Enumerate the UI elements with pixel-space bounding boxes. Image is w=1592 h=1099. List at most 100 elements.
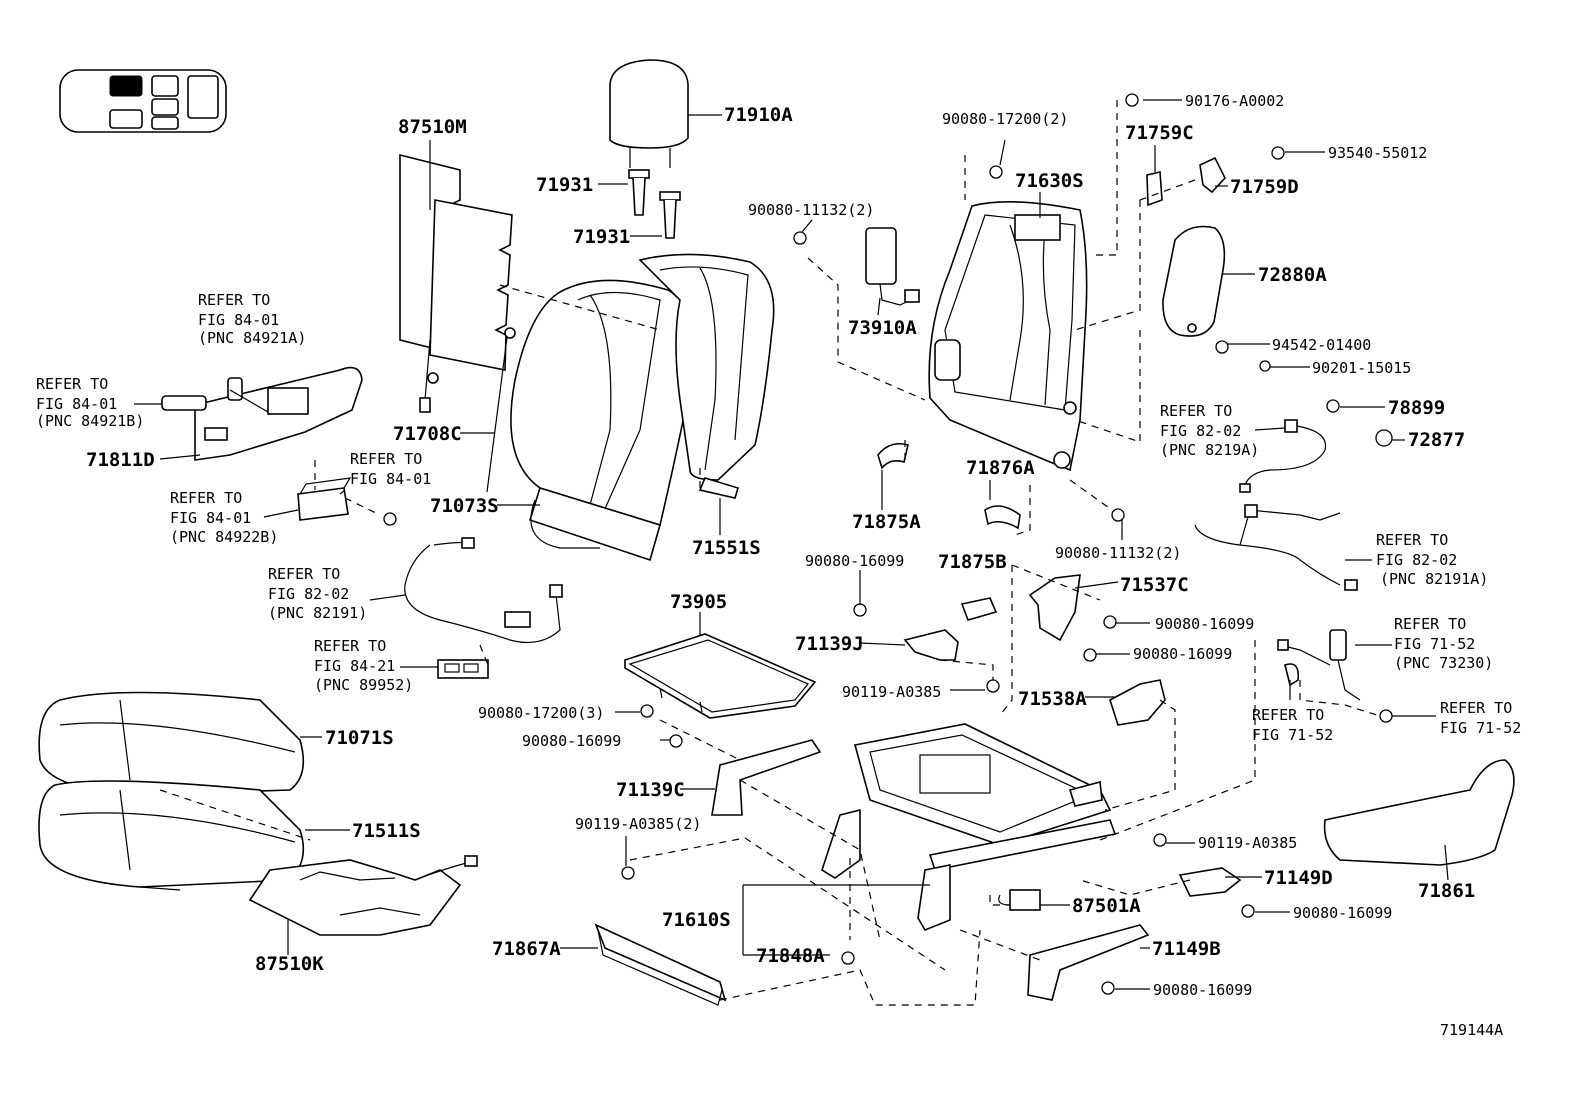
label-90080-16099-a[interactable]: 90080-16099 [805, 552, 904, 570]
part-labels: 87510M 71910A 71931 71931 90080-17200(2)… [86, 92, 1503, 1039]
label-93540-55012[interactable]: 93540-55012 [1328, 144, 1427, 162]
label-90080-16099-f[interactable]: 90080-16099 [1153, 981, 1252, 999]
label-71876A[interactable]: 71876A [966, 457, 1035, 479]
svg-text:(PNC 84921B): (PNC 84921B) [36, 412, 144, 430]
label-71931-upper[interactable]: 71931 [536, 174, 593, 196]
refer-callouts: REFER TO FIG 84-01 (PNC 84921A) REFER TO… [36, 291, 1521, 744]
refer-fig-82-02-82191[interactable]: REFER TO FIG 82-02 (PNC 82191) [268, 565, 367, 622]
label-90080-17200-3[interactable]: 90080-17200(3) [478, 704, 604, 722]
svg-text:FIG 71-52: FIG 71-52 [1440, 719, 1521, 737]
label-71875A[interactable]: 71875A [852, 511, 921, 533]
svg-text:FIG 84-21: FIG 84-21 [314, 657, 395, 675]
svg-text:REFER TO: REFER TO [1376, 531, 1448, 549]
label-71848A[interactable]: 71848A [756, 945, 825, 967]
label-78899[interactable]: 78899 [1388, 397, 1445, 419]
svg-text:(PNC 84921A): (PNC 84921A) [198, 329, 306, 347]
seat-adjuster-frame [821, 723, 1117, 931]
svg-text:(PNC 73230): (PNC 73230) [1394, 654, 1493, 672]
back-board-pad [1162, 225, 1226, 337]
seat-heater-mat-cushion [248, 855, 478, 936]
label-71538A[interactable]: 71538A [1018, 688, 1087, 710]
label-90119-A0385-2[interactable]: 90119-A0385(2) [575, 815, 701, 833]
refer-fig-84-21-89952[interactable]: REFER TO FIG 84-21 (PNC 89952) [314, 637, 413, 694]
refer-fig-84-01-84921B[interactable]: REFER TO FIG 84-01 (PNC 84921B) [36, 375, 144, 430]
label-87510K[interactable]: 87510K [255, 953, 324, 975]
label-71630S[interactable]: 71630S [1015, 170, 1084, 192]
label-71910A[interactable]: 71910A [724, 104, 793, 126]
label-90080-11132-2-lower[interactable]: 90080-11132(2) [1055, 544, 1181, 562]
refer-fig-82-02-82191A[interactable]: REFER TO FIG 82-02 (PNC 82191A) [1376, 531, 1488, 588]
label-73905[interactable]: 73905 [670, 591, 727, 613]
label-71931-lower[interactable]: 71931 [573, 226, 630, 248]
label-87510M[interactable]: 87510M [398, 116, 467, 138]
label-90080-16099-e[interactable]: 90080-16099 [1293, 904, 1392, 922]
label-71073S[interactable]: 71073S [430, 495, 499, 517]
label-94542-01400[interactable]: 94542-01400 [1272, 336, 1371, 354]
track-cover-inner [1178, 867, 1242, 897]
label-87501A[interactable]: 87501A [1072, 895, 1141, 917]
label-90080-17200-2[interactable]: 90080-17200(2) [942, 110, 1068, 128]
power-seat-switch [297, 477, 352, 521]
label-71759D[interactable]: 71759D [1230, 176, 1299, 198]
svg-text:REFER TO: REFER TO [350, 450, 422, 468]
svg-text:FIG 84-01: FIG 84-01 [198, 311, 279, 329]
label-71861[interactable]: 71861 [1418, 880, 1475, 902]
adjuster-motor-connector [998, 889, 1041, 911]
label-71551S[interactable]: 71551S [692, 537, 761, 559]
cushion-side-bracket [903, 629, 959, 661]
label-71537C[interactable]: 71537C [1120, 574, 1189, 596]
label-71875B[interactable]: 71875B [938, 551, 1007, 573]
label-72880A[interactable]: 72880A [1258, 264, 1327, 286]
svg-text:REFER TO: REFER TO [36, 375, 108, 393]
refer-fig-71-52-right[interactable]: REFER TO FIG 71-52 [1440, 699, 1521, 737]
label-90080-16099-c[interactable]: 90080-16099 [1133, 645, 1232, 663]
label-90201-15015[interactable]: 90201-15015 [1312, 359, 1411, 377]
svg-text:(PNC 82191): (PNC 82191) [268, 604, 367, 622]
label-90080-16099-b[interactable]: 90080-16099 [1155, 615, 1254, 633]
refer-fig-84-01[interactable]: REFER TO FIG 84-01 [350, 450, 431, 488]
label-71071S[interactable]: 71071S [325, 727, 394, 749]
leader-lines [134, 99, 1449, 990]
seat-connector [437, 659, 489, 679]
svg-text:FIG 84-01: FIG 84-01 [350, 470, 431, 488]
label-71759C[interactable]: 71759C [1125, 122, 1194, 144]
label-71708C[interactable]: 71708C [393, 423, 462, 445]
label-90080-16099-d[interactable]: 90080-16099 [522, 732, 621, 750]
label-71511S[interactable]: 71511S [352, 820, 421, 842]
refer-fig-71-52-73230[interactable]: REFER TO FIG 71-52 (PNC 73230) [1394, 615, 1493, 672]
seat-cushion-pad [38, 780, 305, 891]
label-90080-11132-2-upper[interactable]: 90080-11132(2) [748, 201, 874, 219]
svg-text:FIG 71-52: FIG 71-52 [1394, 635, 1475, 653]
refer-fig-84-01-84921A[interactable]: REFER TO FIG 84-01 (PNC 84921A) [198, 291, 306, 347]
label-72877[interactable]: 72877 [1408, 429, 1465, 451]
refer-fig-82-02-8219A[interactable]: REFER TO FIG 82-02 (PNC 8219A) [1160, 402, 1259, 459]
label-90119-A0385-a[interactable]: 90119-A0385 [842, 683, 941, 701]
svg-text:(PNC 82191A): (PNC 82191A) [1380, 570, 1488, 588]
headrest-guide-clips [1146, 156, 1226, 207]
refer-fig-84-01-84922B[interactable]: REFER TO FIG 84-01 (PNC 84922B) [170, 489, 278, 546]
frame-covers [877, 442, 1166, 726]
refer-fig-71-52-left[interactable]: REFER TO FIG 71-52 [1252, 706, 1333, 744]
label-71867A[interactable]: 71867A [492, 938, 561, 960]
label-90119-A0385-b[interactable]: 90119-A0385 [1198, 834, 1297, 852]
seat-cushion-shield-inner [1323, 759, 1515, 866]
label-71610S[interactable]: 71610S [662, 909, 731, 931]
svg-text:REFER TO: REFER TO [268, 565, 340, 583]
label-71149B[interactable]: 71149B [1152, 938, 1221, 960]
seatback-frame [928, 201, 1088, 472]
label-71149D[interactable]: 71149D [1264, 867, 1333, 889]
label-73910A[interactable]: 73910A [848, 317, 917, 339]
label-71139C[interactable]: 71139C [616, 779, 685, 801]
seatback-cover [486, 279, 697, 562]
label-71811D[interactable]: 71811D [86, 449, 155, 471]
seat-position-locator-icon [59, 69, 227, 133]
svg-text:REFER TO: REFER TO [170, 489, 242, 507]
track-cover-front [594, 923, 727, 1006]
seat-cushion-cover [38, 691, 305, 796]
svg-text:REFER TO: REFER TO [314, 637, 386, 655]
label-90176-A0002[interactable]: 90176-A0002 [1185, 92, 1284, 110]
svg-text:FIG 71-52: FIG 71-52 [1252, 726, 1333, 744]
label-71139J[interactable]: 71139J [795, 633, 864, 655]
airbag-sensor-wire [1239, 419, 1327, 493]
